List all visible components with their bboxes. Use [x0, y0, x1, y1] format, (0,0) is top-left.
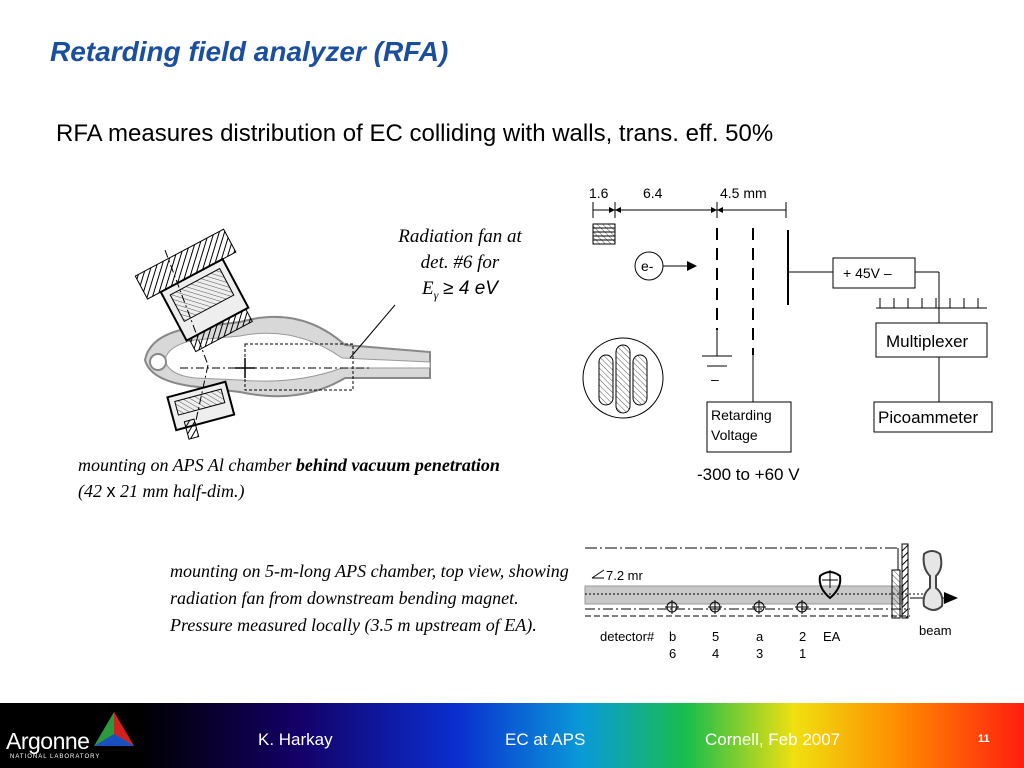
radiation-gamma: γ	[433, 287, 439, 302]
ground-minus: –	[711, 371, 719, 387]
page-number: 11	[978, 733, 990, 745]
dim-2: 6.4	[643, 185, 663, 201]
detector-top-5: EA	[823, 629, 841, 644]
multiplexer-label: Multiplexer	[886, 332, 969, 351]
retarding-line-2: Voltage	[711, 427, 758, 443]
mounting-caption: mounting on APS Al chamber behind vacuum…	[78, 452, 518, 504]
slide-title: Retarding field analyzer (RFA)	[50, 36, 449, 67]
retarding-line-1: Retarding	[711, 407, 772, 423]
footer-gradient	[140, 703, 1024, 768]
mounting-tail: 21 mm half-dim.)	[115, 481, 245, 501]
angle-label: 7.2 mr	[606, 568, 644, 583]
radiation-threshold: ≥ 4 eV	[443, 278, 498, 299]
slide-subtitle: RFA measures distribution of EC collidin…	[56, 120, 774, 147]
dim-1: 1.6	[589, 185, 609, 201]
beam-label: beam	[919, 623, 952, 638]
logo-wordmark: Argonne	[6, 728, 90, 754]
picoammeter-label: Picoammeter	[878, 408, 978, 427]
radiation-fan-caption: Radiation fan at det. #6 for Eγ ≥ 4 eV	[375, 224, 545, 308]
voltage-range: -300 to +60 V	[697, 465, 800, 484]
logo-subtitle: NATIONAL LABORATORY	[10, 754, 101, 760]
detector-label: detector#	[600, 629, 655, 644]
chamber-drawing	[134, 228, 431, 440]
detector-bottom-2: 4	[712, 646, 719, 661]
detector-bottom-1: 6	[669, 646, 676, 661]
argonne-logo-icon	[94, 712, 134, 746]
radiation-line-2: det. #6 for	[420, 252, 500, 273]
detector-bottom-4: 1	[799, 646, 806, 661]
footer-venue: Cornell, Feb 2007	[705, 730, 841, 749]
mounting-open: (42	[78, 481, 107, 501]
footer-author: K. Harkay	[258, 730, 333, 749]
rfa-schematic: 1.6 6.4 4.5 mm e- – Retarding Voltage + …	[582, 185, 993, 453]
detector-top-1: b	[669, 629, 676, 644]
detector-top-4: 2	[799, 629, 806, 644]
detector-bottom-3: 3	[756, 646, 763, 661]
bottom-caption: mounting on 5-m-long APS chamber, top vi…	[170, 561, 569, 635]
supply-label: + 45V –	[843, 265, 892, 281]
mounting-lead: mounting on APS Al chamber	[78, 455, 296, 475]
radiation-line-1: Radiation fan at	[398, 226, 522, 247]
dim-3: 4.5 mm	[720, 185, 767, 201]
mounting-x: x	[106, 481, 116, 501]
radiation-energy-symbol: E	[422, 278, 434, 299]
radiation-line-3: Eγ ≥ 4 eV	[375, 276, 545, 308]
detector-top-3: a	[756, 629, 764, 644]
electron-label: e-	[641, 258, 654, 274]
chamber-top-view: 7.2 mr detector# b 5 a 2 EA 6 4 3 1 beam	[584, 543, 958, 661]
detector-top-2: 5	[712, 629, 719, 644]
footer-topic: EC at APS	[505, 730, 586, 749]
mounting-bold: behind vacuum penetration	[295, 455, 500, 475]
